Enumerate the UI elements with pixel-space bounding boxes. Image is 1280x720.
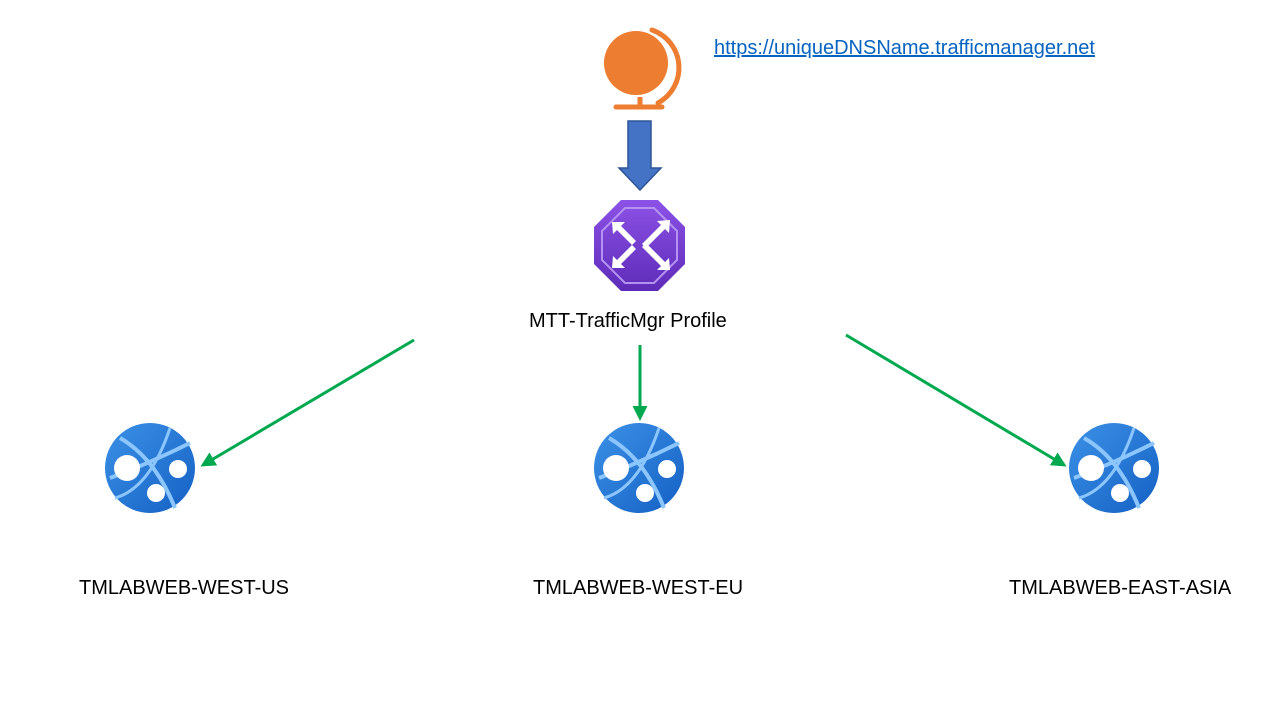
- routing-arrows: [200, 333, 1067, 467]
- web-app-icon: [1069, 423, 1159, 513]
- dns-arrow: [617, 120, 663, 192]
- endpoint-label-west-eu: TMLABWEB-WEST-EU: [533, 577, 744, 599]
- traffic-manager-url-link[interactable]: https://uniqueDNSName.trafficmanager.net: [714, 37, 1095, 59]
- web-app-icon: [594, 423, 684, 513]
- traffic-manager-icon: [594, 200, 685, 291]
- globe-icon: [604, 27, 682, 110]
- web-app-icon: [105, 423, 195, 513]
- route-arrow-east-asia: [845, 333, 1067, 467]
- traffic-manager-profile-label: MTT-TrafficMgr Profile: [529, 310, 727, 332]
- route-arrow-west-us: [200, 338, 415, 467]
- endpoint-label-east-asia: TMLABWEB-EAST-ASIA: [1009, 577, 1232, 599]
- endpoint-label-west-us: TMLABWEB-WEST-US: [79, 577, 290, 599]
